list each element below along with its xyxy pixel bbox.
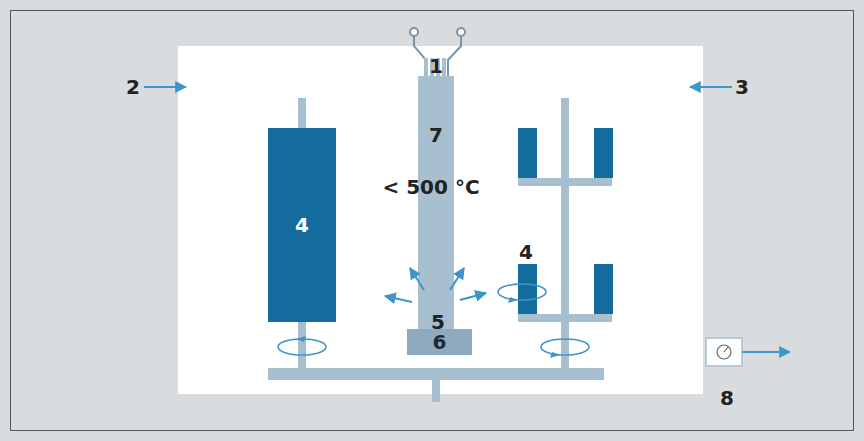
callout-number: 3: [733, 76, 751, 98]
emission-arrow: [385, 268, 486, 302]
callout-number: 2: [124, 76, 142, 98]
drive-shaft: [432, 380, 440, 402]
callout-number: 4: [295, 214, 309, 236]
outlet-arrow: [742, 351, 790, 353]
heater-column: [418, 76, 454, 332]
pump-gauge: [706, 338, 742, 366]
temperature-label: < 500 °C: [380, 176, 481, 198]
inlet-arrow: [690, 86, 732, 88]
callout-number: 5: [429, 311, 447, 333]
frame: [11, 11, 854, 431]
substrate: [518, 128, 613, 314]
chamber: [178, 46, 703, 394]
callout-number: 4: [517, 241, 535, 263]
callout-number: 8: [718, 387, 736, 409]
target-cathode: 4: [268, 128, 336, 322]
callout-number: 6: [433, 331, 447, 353]
callout-number: 1: [427, 55, 445, 77]
callout-number: 7: [427, 124, 445, 146]
rotary-table: [268, 368, 604, 380]
inlet-arrow: [144, 86, 186, 88]
electrode-leads: [410, 28, 465, 76]
spindle: [561, 98, 569, 368]
